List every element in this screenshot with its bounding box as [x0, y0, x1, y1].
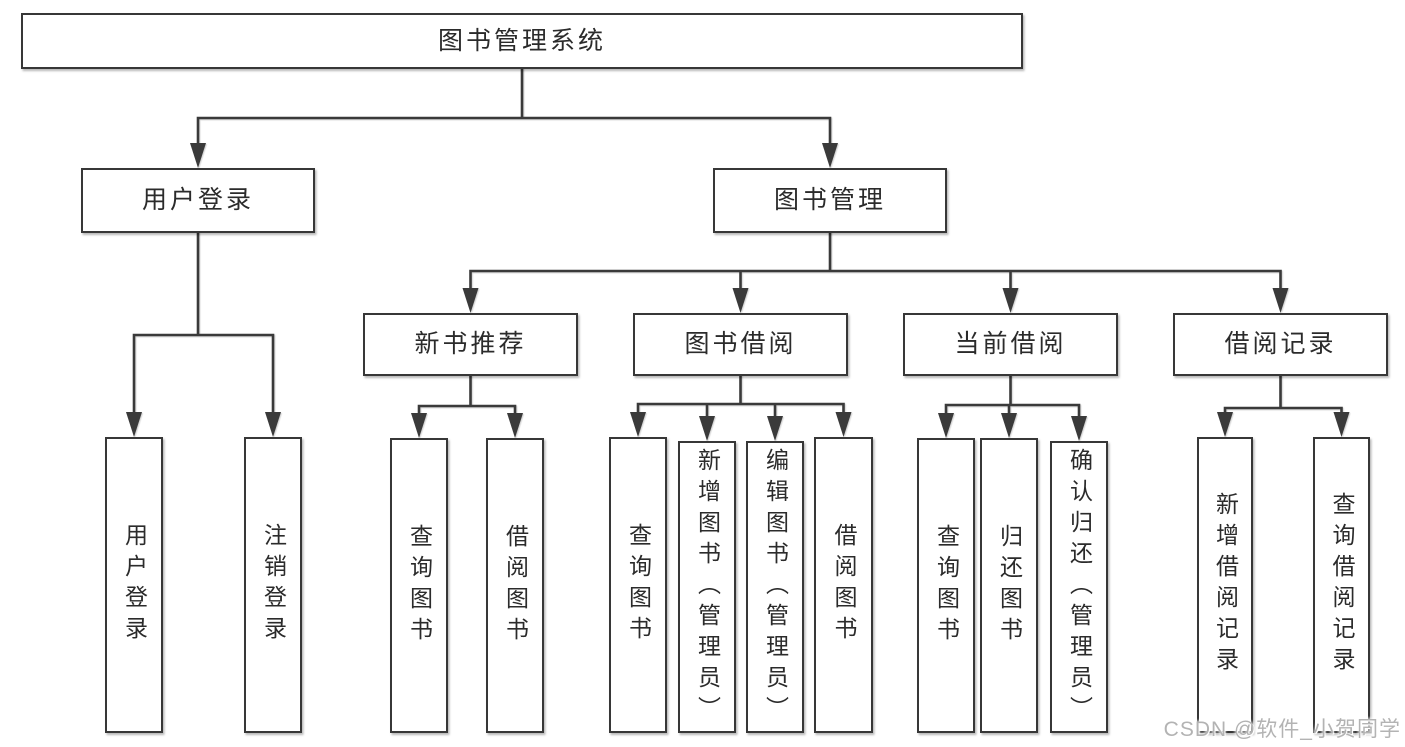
- node-label-leaf-logout: 注销登录: [260, 523, 287, 647]
- node-label-borrow-records: 借阅记录: [1224, 330, 1337, 358]
- node-root: 图书管理系统: [21, 13, 1023, 69]
- arrowhead-leaf-logout: [265, 412, 281, 437]
- node-label-leaf-cb-return: 归还图书: [996, 523, 1023, 648]
- node-label-leaf-bb-borrow: 借阅图书: [831, 523, 857, 647]
- node-label-leaf-bb-query: 查询图书: [625, 523, 652, 647]
- csdn-watermark: CSDN @软件_小贺同学: [1163, 718, 1401, 741]
- node-book-borrow: 图书借阅: [633, 313, 848, 376]
- arrowhead-leaf-cb-confirm: [1071, 416, 1087, 441]
- node-leaf-bb-edit: 编辑图书（管理员）: [746, 441, 804, 733]
- node-label-leaf-nb-query: 查询图书: [406, 523, 433, 648]
- node-leaf-nb-borrow: 借阅图书: [486, 438, 544, 733]
- node-borrow-records: 借阅记录: [1173, 313, 1388, 376]
- node-label-leaf-cb-query: 查询图书: [933, 523, 960, 648]
- arrowhead-leaf-user-login: [126, 412, 142, 437]
- node-label-book-mgmt: 图书管理: [773, 186, 886, 214]
- arrowhead-new-books: [462, 288, 479, 313]
- node-label-leaf-user-login: 用户登录: [121, 523, 148, 647]
- node-leaf-cb-return: 归还图书: [980, 438, 1038, 733]
- node-label-leaf-nb-borrow: 借阅图书: [502, 523, 529, 648]
- arrowhead-leaf-nb-borrow: [507, 413, 523, 438]
- node-label-current-borrow: 当前借阅: [954, 330, 1067, 358]
- arrowhead-book-mgmt: [822, 143, 838, 168]
- node-label-user-login: 用户登录: [141, 186, 254, 214]
- node-label-leaf-br-query: 查询借阅记录: [1329, 492, 1355, 678]
- arrowhead-current-borrow: [1002, 288, 1019, 313]
- node-leaf-bb-query: 查询图书: [609, 437, 667, 733]
- arrowhead-leaf-bb-add: [699, 416, 715, 441]
- node-label-book-borrow: 图书借阅: [684, 330, 797, 358]
- node-leaf-cb-confirm: 确认归还（管理员）: [1050, 441, 1108, 733]
- node-leaf-br-add: 新增借阅记录: [1197, 437, 1253, 733]
- node-book-mgmt: 图书管理: [713, 168, 947, 233]
- node-leaf-cb-query: 查询图书: [917, 438, 975, 733]
- arrowhead-borrow-records: [1272, 288, 1289, 313]
- node-leaf-nb-query: 查询图书: [390, 438, 448, 733]
- arrowhead-book-borrow: [732, 288, 749, 313]
- node-current-borrow: 当前借阅: [903, 313, 1118, 376]
- connector-path: [132, 67, 1343, 421]
- arrowhead-leaf-br-query: [1333, 412, 1350, 437]
- node-new-books: 新书推荐: [363, 313, 578, 376]
- node-leaf-bb-add: 新增图书（管理员）: [678, 441, 736, 733]
- node-label-leaf-cb-confirm: 确认归还（管理员）: [1066, 447, 1093, 727]
- node-leaf-logout: 注销登录: [244, 437, 302, 733]
- arrowhead-leaf-cb-return: [1001, 413, 1017, 438]
- node-label-new-books: 新书推荐: [414, 330, 527, 358]
- node-leaf-user-login: 用户登录: [105, 437, 163, 733]
- node-user-login: 用户登录: [81, 168, 315, 233]
- node-label-root: 图书管理系统: [437, 26, 606, 55]
- node-leaf-br-query: 查询借阅记录: [1313, 437, 1370, 733]
- arrowhead-leaf-br-add: [1217, 412, 1233, 437]
- node-label-leaf-bb-edit: 编辑图书（管理员）: [762, 447, 789, 727]
- arrowhead-leaf-cb-query: [938, 413, 954, 438]
- arrowhead-user-login: [190, 143, 206, 168]
- arrowhead-leaf-bb-edit: [767, 416, 783, 441]
- node-label-leaf-bb-add: 新增图书（管理员）: [694, 447, 721, 727]
- node-leaf-bb-borrow: 借阅图书: [814, 437, 873, 733]
- arrowhead-leaf-bb-query: [630, 412, 646, 437]
- node-label-leaf-br-add: 新增借阅记录: [1212, 492, 1239, 678]
- arrowhead-leaf-nb-query: [411, 413, 427, 438]
- arrowhead-leaf-bb-borrow: [835, 412, 852, 437]
